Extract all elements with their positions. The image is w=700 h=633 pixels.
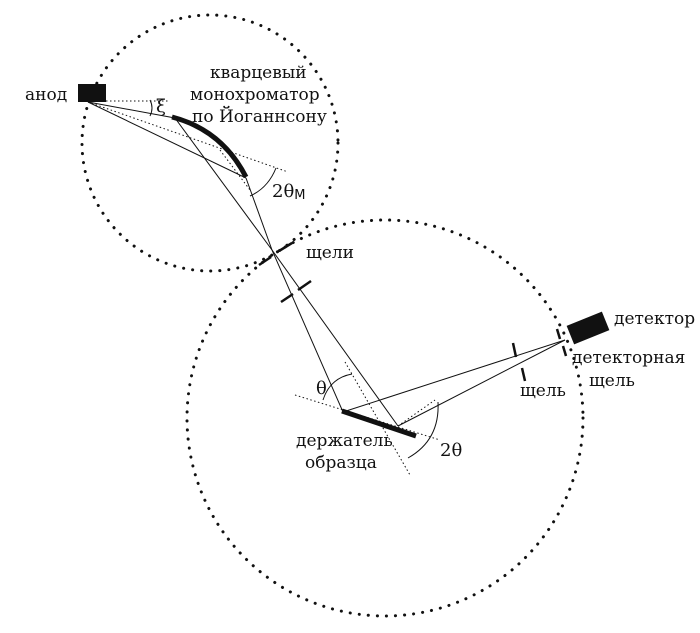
two-theta-m-label: 2θM	[272, 181, 306, 203]
slits-label: щели	[306, 243, 354, 263]
detector-label: детектор	[614, 309, 695, 329]
slit-label: щель	[520, 381, 566, 401]
incident-beam-lines	[87, 101, 273, 251]
two-theta-m-angle-arc	[249, 167, 277, 197]
two-theta-angle-arc	[407, 401, 439, 459]
detector-slit-label-line1: детекторная	[572, 348, 685, 368]
monochromator-label-line3: по Йоганнсону	[192, 106, 327, 127]
detector-block	[566, 311, 610, 345]
monochromator-reference-lines	[87, 100, 289, 191]
sample-holder-label-line1: держатель	[296, 431, 393, 451]
anode-block	[78, 84, 106, 102]
anode-label: анод	[25, 85, 67, 105]
sample-holder	[341, 408, 417, 439]
two-theta-label: 2θ	[440, 440, 462, 461]
theta-label: θ	[316, 378, 327, 399]
xi-label: ξ	[156, 96, 166, 117]
sample-reference-lines	[294, 361, 441, 476]
goniometer-circle	[185, 218, 585, 618]
theta-angle-arc	[322, 373, 353, 401]
detector-slit-label-line2: щель	[589, 371, 635, 391]
sample-holder-label-line2: образца	[305, 453, 377, 473]
monochromator-focusing-circle	[80, 13, 340, 273]
xi-angle-arc	[149, 99, 153, 117]
monochromator-label-line2: монохроматор	[190, 85, 320, 105]
monochromator-label-line1: кварцевый	[210, 63, 307, 83]
two-theta-m-main: 2θ	[272, 181, 294, 202]
quartz-monochromator-crystal	[171, 114, 249, 179]
two-theta-m-subscript: M	[294, 188, 305, 203]
detector-slits	[511, 328, 568, 382]
